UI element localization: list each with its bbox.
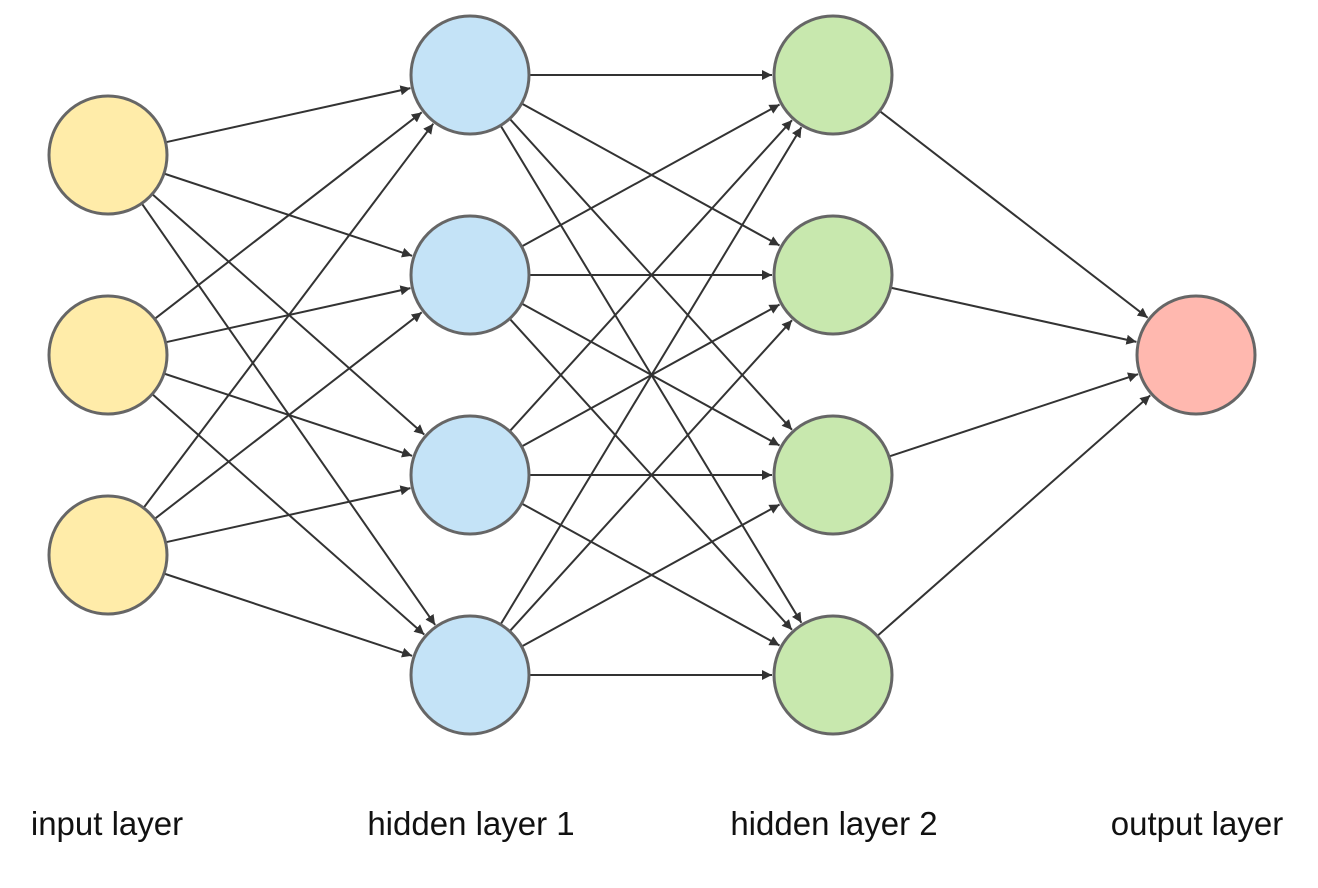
edge-hidden1-4-to-hidden2-1 <box>500 126 803 625</box>
output-layer-label: output layer <box>1110 805 1284 842</box>
hidden2-node-2 <box>772 214 894 336</box>
hidden1-node-3 <box>409 414 531 536</box>
edge-hidden2-1-to-output-1 <box>879 110 1149 319</box>
edge-hidden2-2-to-output-1 <box>891 286 1137 345</box>
hidden1-node-1 <box>409 14 531 136</box>
hidden2-node-1 <box>772 14 894 136</box>
hidden-layer-2-label: hidden layer 2 <box>730 805 938 842</box>
output-node-1 <box>1135 294 1257 416</box>
hidden1-node-4 <box>409 614 531 736</box>
input-node-1 <box>47 94 169 216</box>
edge-hidden1-4-to-hidden2-3 <box>522 503 781 647</box>
edge-input-2-to-hidden1-1 <box>154 111 423 320</box>
edge-input-3-to-hidden1-1 <box>143 123 435 508</box>
edge-hidden1-2-to-hidden2-1 <box>522 103 781 247</box>
edge-input-3-to-hidden1-2 <box>154 311 423 520</box>
input-node-3 <box>47 494 169 616</box>
input-node-2 <box>47 294 169 416</box>
hidden1-node-2 <box>409 214 531 336</box>
edge-hidden1-3-to-hidden2-1 <box>509 119 793 432</box>
hidden-layer-1-label: hidden layer 1 <box>367 805 575 842</box>
hidden2-node-4 <box>772 614 894 736</box>
neurons <box>47 14 1257 736</box>
edge-hidden2-3-to-output-1 <box>889 372 1139 458</box>
edge-hidden1-4-to-hidden2-2 <box>509 319 793 632</box>
edge-input-3-to-hidden1-4 <box>164 572 413 658</box>
hidden2-node-3 <box>772 414 894 536</box>
connections <box>141 70 1151 680</box>
edge-hidden2-4-to-output-1 <box>877 394 1151 637</box>
input-layer-label: input layer <box>30 805 184 842</box>
edge-input-1-to-hidden1-1 <box>166 85 411 144</box>
edge-input-3-to-hidden1-3 <box>166 485 411 544</box>
